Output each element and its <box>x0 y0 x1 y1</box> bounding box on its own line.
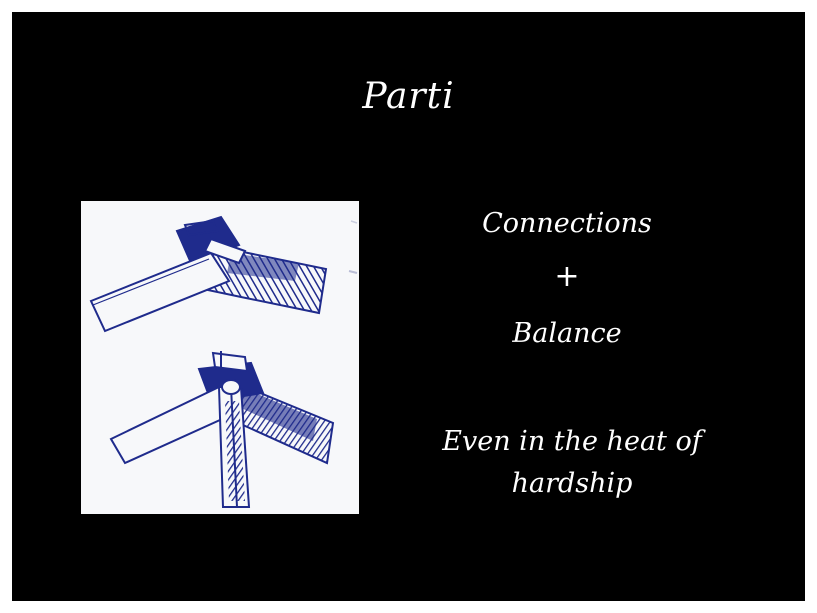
text-connections: Connections <box>442 208 692 239</box>
slide-title: Parti <box>12 76 805 117</box>
text-even-hardship: Even in the heat of hardship <box>407 421 737 505</box>
text-even-line-1: Even in the heat of <box>407 421 737 463</box>
text-even-line-2: hardship <box>407 463 737 505</box>
text-balance: Balance <box>442 318 692 349</box>
text-plus: + <box>442 259 692 294</box>
slide: Parti <box>12 12 805 601</box>
sketch-image <box>81 201 359 514</box>
